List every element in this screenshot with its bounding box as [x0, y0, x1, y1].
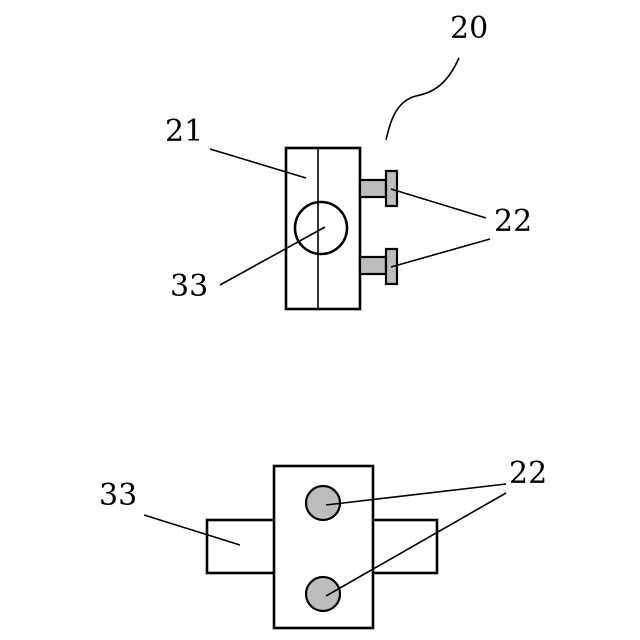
leader-22-lower	[391, 239, 490, 267]
upper-bolt-shank	[360, 180, 386, 197]
bolt-head-upper	[306, 486, 340, 520]
ref-label-21: 21	[165, 114, 203, 149]
leader-22-upper	[391, 189, 486, 218]
ref-label-33-bottom: 33	[99, 478, 137, 513]
leader-20	[386, 58, 459, 140]
bottom-view: 33 22	[99, 456, 547, 628]
top-view: 20 21 22 33	[165, 11, 532, 309]
ref-label-20: 20	[450, 11, 488, 46]
bolt-head-lower	[306, 577, 340, 611]
lower-bolt-shank	[360, 257, 386, 274]
ref-label-33-top: 33	[170, 269, 208, 304]
ref-label-22-top: 22	[494, 204, 532, 239]
ref-label-22-bottom: 22	[509, 456, 547, 491]
